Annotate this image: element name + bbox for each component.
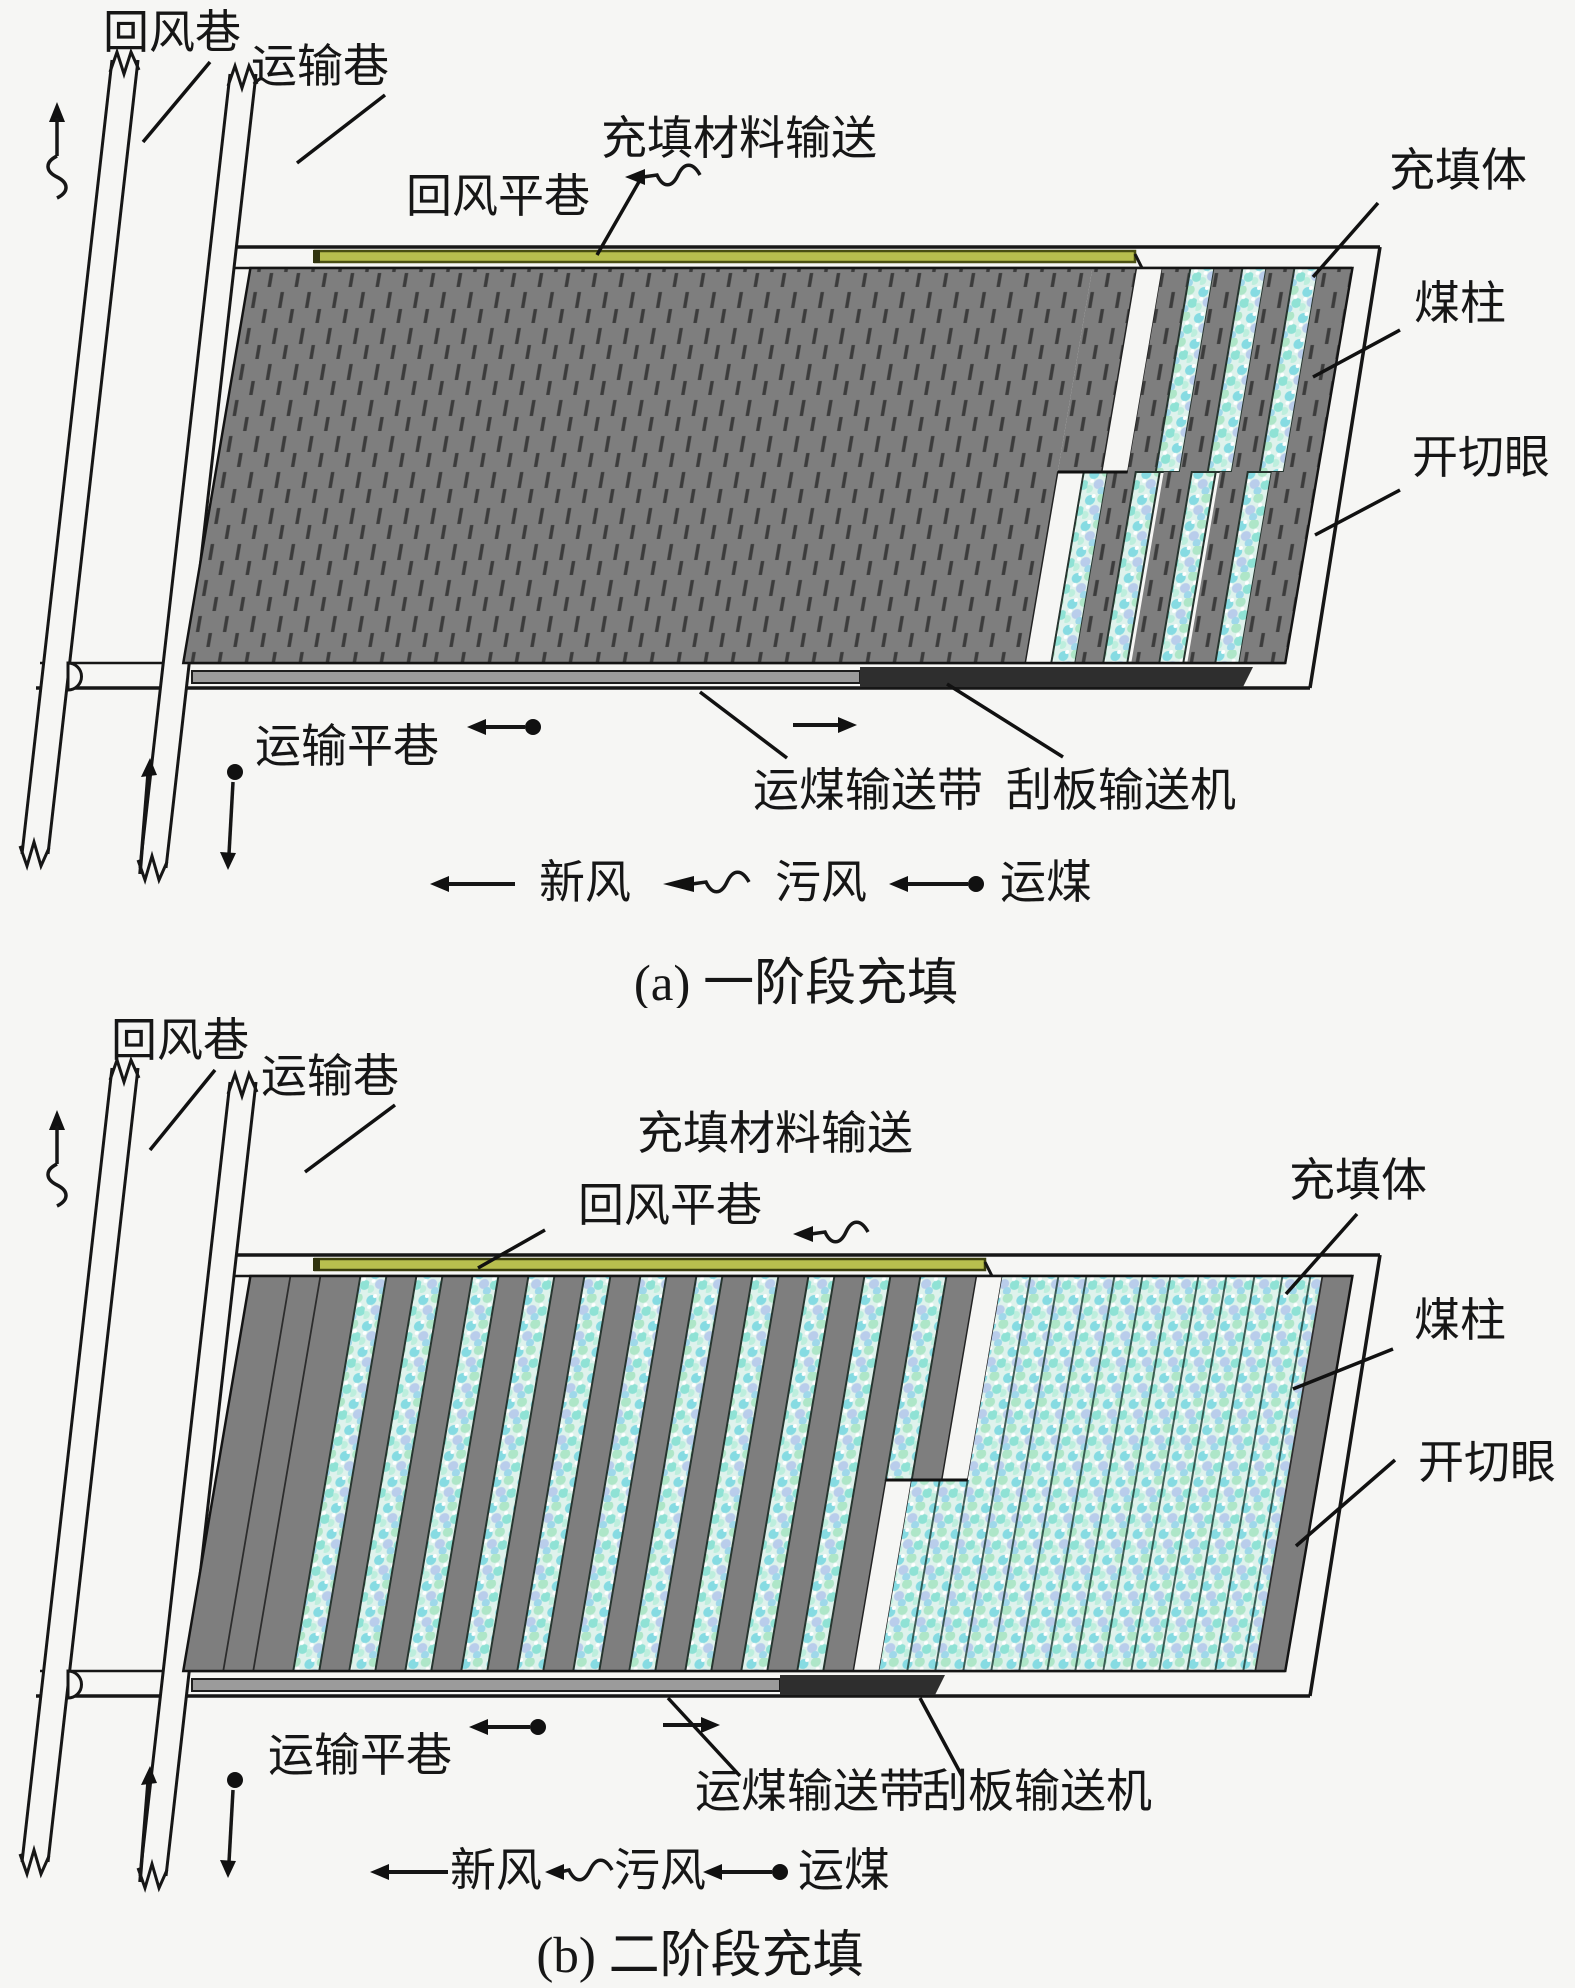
label-coal-pillar: 煤柱 [1414,1295,1506,1346]
strip-boundary-lines-b [906,1276,1312,1671]
coal-haulage-arrow-icon [703,1864,788,1880]
label-return-air-raise: 回风巷 [111,1015,249,1066]
transport-raise-a [136,61,259,885]
coal-down-arrow-icon-a [220,764,243,870]
label-scraper-conveyor: 刮板输送机 [1006,765,1236,816]
caption-stage-one: (a) 一阶段充填 [634,956,958,1008]
legend-coal-haulage: 运煤 [798,1845,890,1896]
unmined-coal-face-area-a [183,268,1093,663]
air-door-seal-icon-a [66,661,83,692]
leader-scraper-b [918,1697,964,1777]
legend-row-a: 新风 污风 运煤 [430,857,1092,908]
break-symbol-icon [226,61,259,93]
transport-raise-b [136,1069,259,1893]
leader-coal-pillar-a [1312,328,1401,379]
label-transport-gateway: 运输平巷 [255,721,439,772]
fresh-air-up-arrow-icon-b [138,1766,157,1883]
fresh-air-arrow-icon [430,876,515,892]
scraper-conveyor-a [860,667,1253,687]
foul-air-wavy-arrow-icon [545,1858,614,1882]
diagram-stage-one: 回风巷 运输巷 回风平巷 充填材料输送 充填体 煤柱 开切眼 运输平巷 运煤输送… [18,7,1550,1008]
leader-scraper-a [946,682,1064,759]
foul-air-wavy-arrow-icon-b [793,1220,870,1244]
fresh-air-up-arrow-icon-a [138,758,157,875]
leader-fill-material-a [595,179,642,256]
label-return-air-raise: 回风巷 [103,7,241,58]
open-off-cut-outer-edge-b [1308,1254,1382,1697]
panel-b [181,1274,1354,1673]
label-fill-material-transport: 充填材料输送 [637,1108,913,1159]
return-air-raise-a [18,47,141,871]
scraper-conveyor-b [780,1675,945,1695]
leader-open-off-cut-a [1314,488,1401,537]
label-open-off-cut: 开切眼 [1418,1437,1556,1488]
label-fill-material-transport: 充填材料输送 [601,113,877,164]
return-air-raise-b [18,1055,141,1879]
label-open-off-cut: 开切眼 [1412,432,1550,483]
label-coal-conveyor-belt: 运煤输送带 [753,765,983,816]
foul-air-up-arrow-icon-b [46,1110,68,1208]
legend-foul-air: 污风 [775,857,867,908]
label-return-air-gateway: 回风平巷 [406,171,590,222]
panel-a [181,266,1354,665]
foul-air-up-arrow-icon-a [46,102,68,200]
coal-belt-conveyor-a [191,670,861,684]
fresh-air-right-arrow-icon-a [793,717,857,733]
air-door-seal-icon-b [66,1669,83,1700]
label-transport-raise: 运输巷 [261,1051,399,1102]
break-symbol-icon [18,1844,51,1879]
break-symbol-icon [136,850,169,885]
fresh-air-arrow-icon [370,1864,448,1880]
leader-coal-pillar-b [1292,1347,1394,1391]
leader-return-air-raise-a [141,60,212,144]
coal-down-arrow-icon-b [220,1772,243,1878]
break-symbol-icon [108,1055,141,1087]
label-coal-conveyor-belt: 运煤输送带 [695,1766,925,1817]
legend-row-b: 新风 污风 运煤 [370,1845,890,1896]
fresh-air-right-arrow-icon-b [663,1717,720,1733]
coal-left-arrow-icon-a [467,719,541,735]
label-transport-gateway: 运输平巷 [268,1730,452,1781]
leader-coal-belt-b [666,1696,742,1778]
label-coal-pillar: 煤柱 [1414,278,1506,329]
label-return-air-gateway: 回风平巷 [578,1180,762,1231]
break-symbol-icon [18,836,51,871]
foul-air-wavy-arrow-icon [663,870,751,894]
foul-air-wavy-arrow-icon-a [625,163,702,187]
leader-backfill-body-a [1311,201,1380,279]
fully-backfilled-area-lower-b [879,1480,1318,1671]
legend-foul-air: 污风 [614,1845,706,1896]
leader-transport-raise-a [295,93,387,165]
caption-stage-two: (b) 二阶段充填 [536,1928,863,1984]
break-symbol-icon [226,1069,259,1101]
label-backfill-body: 充填体 [1389,145,1527,196]
leader-return-air-raise-b [148,1068,217,1152]
legend-coal-haulage: 运煤 [1000,857,1092,908]
coal-left-arrow-icon-b [469,1719,546,1735]
legend-fresh-air: 新风 [539,857,631,908]
coal-haulage-arrow-icon [889,876,984,892]
label-scraper-conveyor: 刮板输送机 [922,1766,1152,1817]
legend-fresh-air: 新风 [450,1845,542,1896]
coal-belt-conveyor-b [191,1678,781,1692]
label-backfill-body: 充填体 [1289,1155,1427,1206]
leader-return-air-gateway-b [477,1228,546,1270]
open-off-cut-outer-edge-a [1308,246,1382,689]
leader-open-off-cut-b [1294,1458,1397,1548]
label-transport-raise: 运输巷 [251,41,389,92]
leader-backfill-body-b [1284,1212,1359,1296]
break-symbol-icon [136,1858,169,1893]
leader-coal-belt-a [698,690,789,760]
leader-transport-raise-b [303,1103,397,1174]
break-symbol-icon [108,47,141,79]
diagram-stage-two: 回风巷 运输巷 充填材料输送 回风平巷 充填体 煤柱 开切眼 运输平巷 运煤输送… [18,1015,1556,1984]
